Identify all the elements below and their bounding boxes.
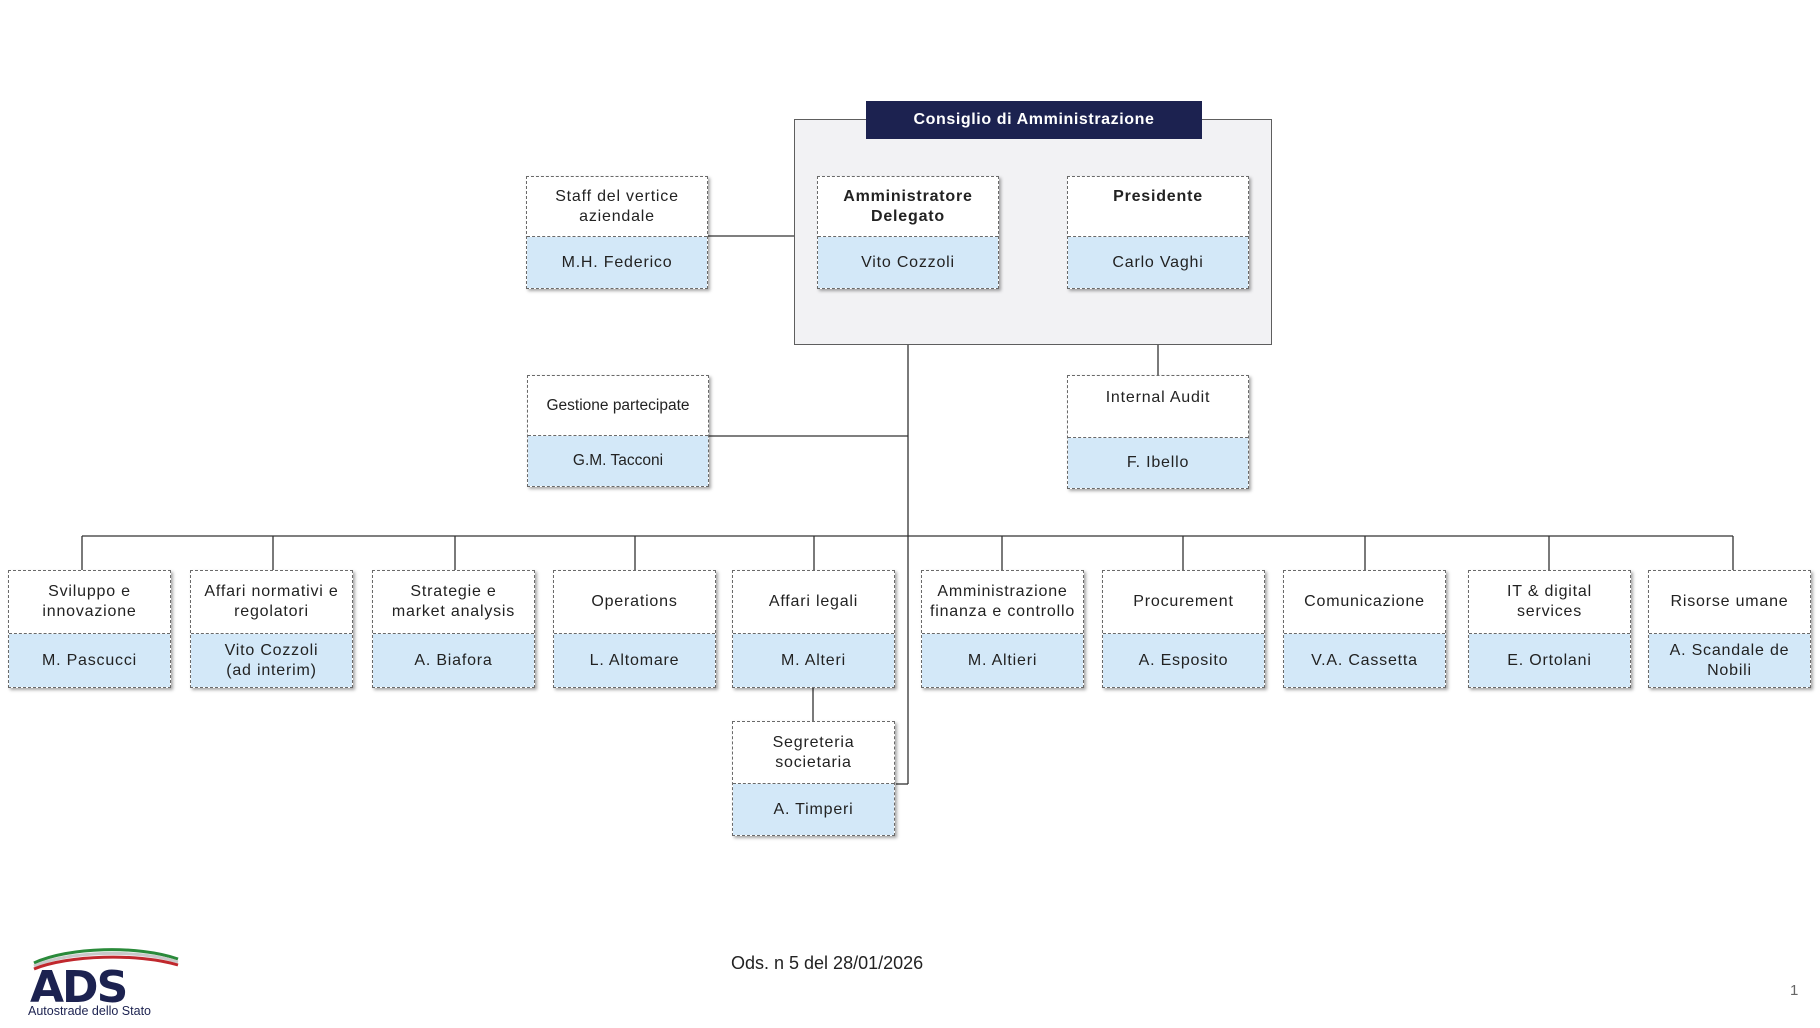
node-role: Amministratore Delegato xyxy=(818,177,998,237)
node-name: A. Biafora xyxy=(373,634,534,687)
node-internal-audit[interactable]: Internal Audit F. Ibello xyxy=(1067,375,1249,489)
node-name: A. Timperi xyxy=(733,784,894,835)
node-name: A. Esposito xyxy=(1103,634,1264,687)
node-affari-normativi[interactable]: Affari normativi e regolatori Vito Cozzo… xyxy=(190,570,353,688)
node-name: Vito Cozzoli xyxy=(818,237,998,288)
ads-logo: ADS xyxy=(30,948,179,1013)
board-title: Consiglio di Amministrazione xyxy=(866,101,1202,139)
node-sviluppo-innovazione[interactable]: Sviluppo e innovazione M. Pascucci xyxy=(8,570,171,688)
node-role: Segreteria societaria xyxy=(733,722,894,784)
node-name: E. Ortolani xyxy=(1469,634,1630,687)
node-segreteria-societaria[interactable]: Segreteria societaria A. Timperi xyxy=(732,721,895,836)
node-name: A. Scandale de Nobili xyxy=(1649,634,1810,687)
node-amministrazione-finanza[interactable]: Amministrazione finanza e controllo M. A… xyxy=(921,570,1084,688)
node-role: Amministrazione finanza e controllo xyxy=(922,571,1083,634)
node-name: M.H. Federico xyxy=(527,237,707,288)
node-role: IT & digital services xyxy=(1469,571,1630,634)
node-name: M. Alteri xyxy=(733,634,894,687)
page-number: 1 xyxy=(1790,982,1799,999)
node-strategie-market[interactable]: Strategie e market analysis A. Biafora xyxy=(372,570,535,688)
node-name: M. Pascucci xyxy=(9,634,170,687)
node-risorse-umane[interactable]: Risorse umane A. Scandale de Nobili xyxy=(1648,570,1811,688)
node-name: L. Altomare xyxy=(554,634,715,687)
node-name: V.A. Cassetta xyxy=(1284,634,1445,687)
node-role: Sviluppo e innovazione xyxy=(9,571,170,634)
node-name: Vito Cozzoli (ad interim) xyxy=(191,634,352,687)
node-gestione-partecipate[interactable]: Gestione partecipate G.M. Tacconi xyxy=(527,375,709,487)
node-presidente[interactable]: Presidente Carlo Vaghi xyxy=(1067,176,1249,289)
node-role: Staff del vertice aziendale xyxy=(527,177,707,237)
node-role: Affari normativi e regolatori xyxy=(191,571,352,634)
node-role: Gestione partecipate xyxy=(528,376,708,436)
node-it-digital[interactable]: IT & digital services E. Ortolani xyxy=(1468,570,1631,688)
node-staff-vertice[interactable]: Staff del vertice aziendale M.H. Federic… xyxy=(526,176,708,289)
node-name: Carlo Vaghi xyxy=(1068,237,1248,288)
node-name: M. Altieri xyxy=(922,634,1083,687)
node-role: Comunicazione xyxy=(1284,571,1445,634)
node-comunicazione[interactable]: Comunicazione V.A. Cassetta xyxy=(1283,570,1446,688)
node-operations[interactable]: Operations L. Altomare xyxy=(553,570,716,688)
node-amministratore-delegato[interactable]: Amministratore Delegato Vito Cozzoli xyxy=(817,176,999,289)
node-role: Operations xyxy=(554,571,715,634)
node-role: Affari legali xyxy=(733,571,894,634)
node-procurement[interactable]: Procurement A. Esposito xyxy=(1102,570,1265,688)
footer-ods-reference: Ods. n 5 del 28/01/2026 xyxy=(731,953,924,973)
node-role: Procurement xyxy=(1103,571,1264,634)
svg-text:ADS: ADS xyxy=(30,962,126,1013)
node-role: Presidente xyxy=(1068,177,1248,237)
node-name: F. Ibello xyxy=(1068,438,1248,488)
node-name: G.M. Tacconi xyxy=(528,436,708,486)
node-role: Internal Audit xyxy=(1068,376,1248,438)
node-role: Strategie e market analysis xyxy=(373,571,534,634)
logo-tagline: Autostrade dello Stato xyxy=(28,1004,151,1018)
node-affari-legali[interactable]: Affari legali M. Alteri xyxy=(732,570,895,688)
node-role: Risorse umane xyxy=(1649,571,1810,634)
